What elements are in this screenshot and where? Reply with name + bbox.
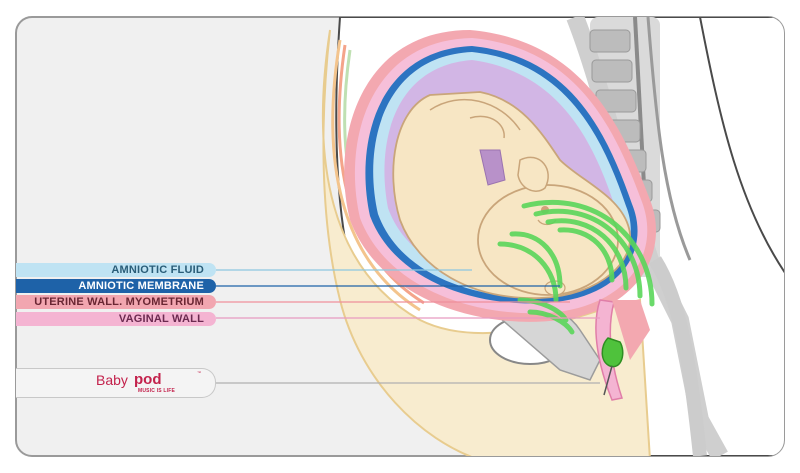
brand-tagline: MUSIC IS LIFE xyxy=(138,388,176,394)
brand-trademark: ™ xyxy=(197,370,201,375)
label-uterine-wall: UTERINE WALL. MYOMETRIUM xyxy=(16,295,216,309)
label-amniotic-fluid: AMNIOTIC FLUID xyxy=(16,263,216,277)
sound-waves xyxy=(497,199,655,335)
back-contour xyxy=(699,17,784,281)
leader-lines xyxy=(216,269,600,384)
label-amniotic-membrane: AMNIOTIC MEMBRANE xyxy=(16,279,216,293)
brand-name-bold: pod xyxy=(134,371,162,388)
brand-name-light: Baby xyxy=(96,372,128,388)
brand-logo-panel xyxy=(16,368,216,398)
speaker-device-icon xyxy=(601,337,624,396)
label-vaginal-wall: VAGINAL WALL xyxy=(16,312,216,326)
